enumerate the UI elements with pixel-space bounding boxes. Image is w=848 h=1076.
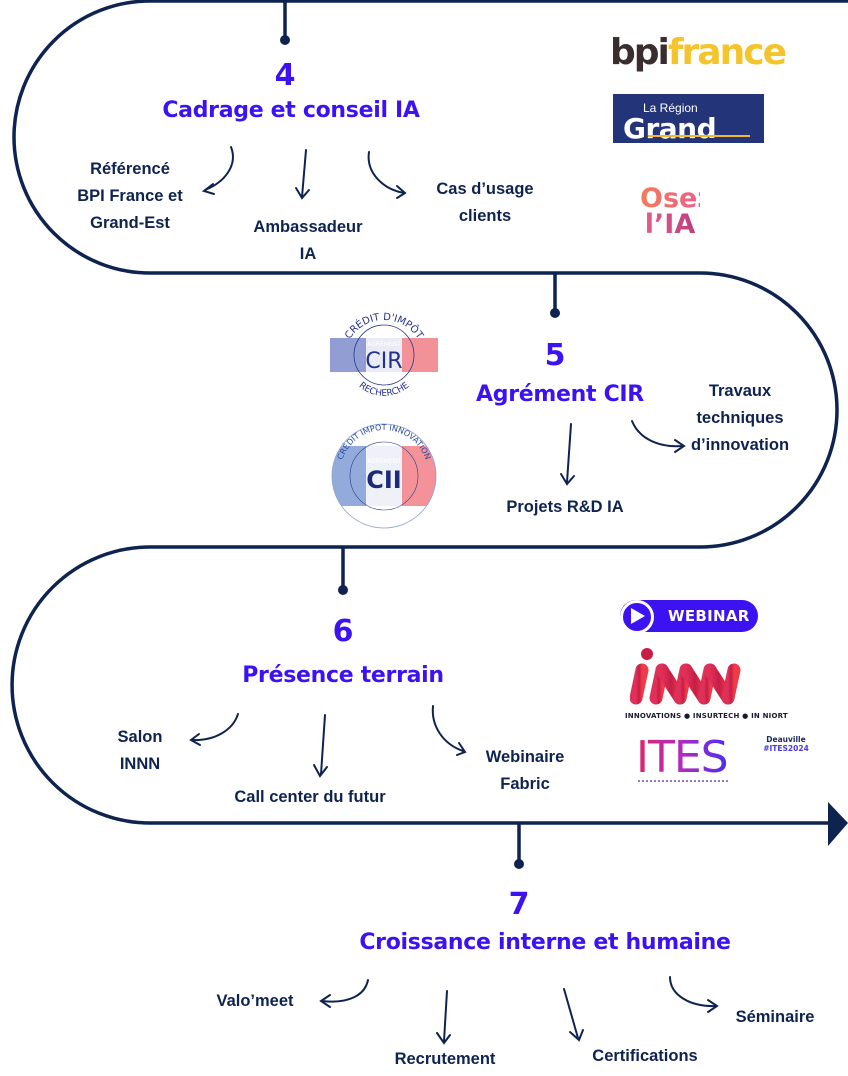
track-segment-top xyxy=(10,0,848,825)
ites-location: Deauville xyxy=(766,735,806,744)
arrow-head-icon xyxy=(201,183,215,195)
bpifrance-logo-part1: bpi xyxy=(610,32,670,73)
step-title: Agrément CIR xyxy=(476,382,644,407)
arrow-head-icon xyxy=(396,185,407,199)
play-icon xyxy=(631,608,645,624)
webinar-label: WEBINAR xyxy=(668,607,750,625)
ites-logo: ITES xyxy=(636,734,736,784)
step-item: Projets R&D IA xyxy=(506,498,624,516)
arrow-icon xyxy=(443,990,448,1042)
arrow-head-icon xyxy=(560,473,575,486)
ites-word: ITES xyxy=(636,732,729,783)
arrow-head-icon xyxy=(436,1032,451,1045)
ites-hashtag: #ITES2024 xyxy=(763,744,809,753)
step-item: Valo’meet xyxy=(216,992,294,1010)
arrow-icon xyxy=(669,976,717,1008)
cii-tag: AGRÉMENT xyxy=(367,457,401,465)
arrow-icon xyxy=(204,146,234,191)
innn-mark-icon xyxy=(630,648,755,705)
osez-ia-line2: l’IA xyxy=(640,211,700,238)
step-number: 5 xyxy=(544,338,566,373)
connector-dot-7 xyxy=(514,859,524,869)
arrow-head-icon xyxy=(674,439,686,453)
step-title: Cadrage et conseil IA xyxy=(162,98,420,123)
svg-text:RECHERCHE: RECHERCHE xyxy=(357,380,412,398)
region-grand-est-small: La Région xyxy=(643,101,698,115)
step-title: Présence terrain xyxy=(242,663,444,688)
arrow-head-icon xyxy=(189,733,201,746)
cii-code: CII xyxy=(366,466,401,494)
region-grand-est-big: Grand Est xyxy=(623,112,717,178)
arrow-icon xyxy=(367,151,405,194)
arrow-icon xyxy=(301,149,307,198)
arrow-icon xyxy=(320,714,326,775)
step-number: 6 xyxy=(332,614,354,649)
step-title: Croissance interne et humaine xyxy=(359,930,731,955)
cir-arc-bottom: RECHERCHE xyxy=(357,380,412,398)
arrow-head-icon xyxy=(319,994,331,1008)
connector-dot-6 xyxy=(338,585,348,595)
arrow-head-icon xyxy=(313,764,328,778)
ites-subline xyxy=(638,780,728,782)
arrow-head-icon xyxy=(569,1029,584,1042)
arrow-icon xyxy=(431,705,464,752)
ites-caption: Deauville #ITES2024 xyxy=(756,735,816,753)
step-item: Salon INNN xyxy=(117,728,163,773)
step-item: Cas d’usage clients xyxy=(436,180,534,225)
osez-ia-line1: Osez xyxy=(640,183,714,214)
innn-logo: INNOVATIONS ● INSURTECH ● IN NIORT xyxy=(625,648,788,720)
bpifrance-logo-part2: france xyxy=(667,32,787,73)
step-number: 4 xyxy=(274,58,296,93)
arrow-icon xyxy=(563,988,579,1039)
step-item: Séminaire xyxy=(735,1008,815,1026)
step-item: Référencé BPI France et Grand-Est xyxy=(77,160,183,232)
cii-badge-logo: CRÉDIT IMPOT INNOVATION AGRÉMENT CII xyxy=(331,423,437,529)
cir-arc-top: CRÉDIT D'IMPÔT xyxy=(343,312,425,342)
arrow-head-icon xyxy=(295,187,310,200)
svg-text:CRÉDIT D'IMPÔT: CRÉDIT D'IMPÔT xyxy=(343,312,425,342)
step-item: Ambassadeur IA xyxy=(253,218,363,263)
step-item: Recrutement xyxy=(394,1050,496,1068)
arrow-icon xyxy=(321,979,369,1003)
cir-code: CIR xyxy=(365,349,402,374)
step-item: Call center du futur xyxy=(234,788,386,806)
arrow-head-icon xyxy=(456,742,467,756)
osez-ia-logo: Osez l’IA xyxy=(640,183,714,238)
cir-tag: AGRÉMENT xyxy=(367,340,401,348)
step-item: Webinaire Fabric xyxy=(485,748,565,793)
region-grand-est-underline xyxy=(648,135,750,137)
arrow-icon xyxy=(566,423,572,483)
arrow-icon xyxy=(631,420,684,448)
arrow-head-icon xyxy=(707,999,719,1013)
cir-badge-logo: CRÉDIT D'IMPÔT RECHERCHE AGRÉMENT CIR xyxy=(330,312,438,399)
bpifrance-logo: bpifrance xyxy=(610,32,787,73)
webinar-logo: WEBINAR xyxy=(620,600,758,634)
track-end-arrow xyxy=(828,802,848,846)
step-number: 7 xyxy=(508,887,530,922)
step-item: Travaux techniques d’innovation xyxy=(690,382,790,454)
step-item: Certifications xyxy=(592,1047,698,1065)
arrow-icon xyxy=(191,713,239,742)
region-grand-est-logo: La Région Grand Est xyxy=(613,94,764,178)
connector-dot-5 xyxy=(550,308,560,318)
innn-tagline: INNOVATIONS ● INSURTECH ● IN NIORT xyxy=(625,712,788,720)
connector-dot-4 xyxy=(280,35,290,45)
